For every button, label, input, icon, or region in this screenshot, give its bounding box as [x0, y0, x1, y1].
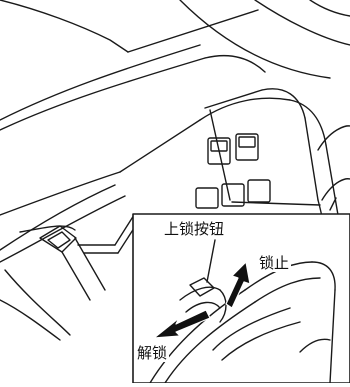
unlock-label: 解锁 — [135, 344, 170, 362]
zoom-inset-frame — [132, 213, 350, 384]
door-handle-area — [0, 184, 126, 341]
lock-button-label: 上锁按钮 — [162, 220, 227, 238]
right-side-panel — [317, 125, 350, 211]
callout-leader — [77, 214, 139, 254]
window-switches — [195, 133, 271, 209]
lock-label: 锁止 — [257, 254, 292, 272]
unlock-arrow — [153, 309, 211, 339]
lock-button-leader — [206, 239, 216, 283]
upper-door-panel — [0, 0, 350, 131]
lock-arrow — [225, 261, 251, 309]
armrest-panel — [0, 88, 339, 263]
